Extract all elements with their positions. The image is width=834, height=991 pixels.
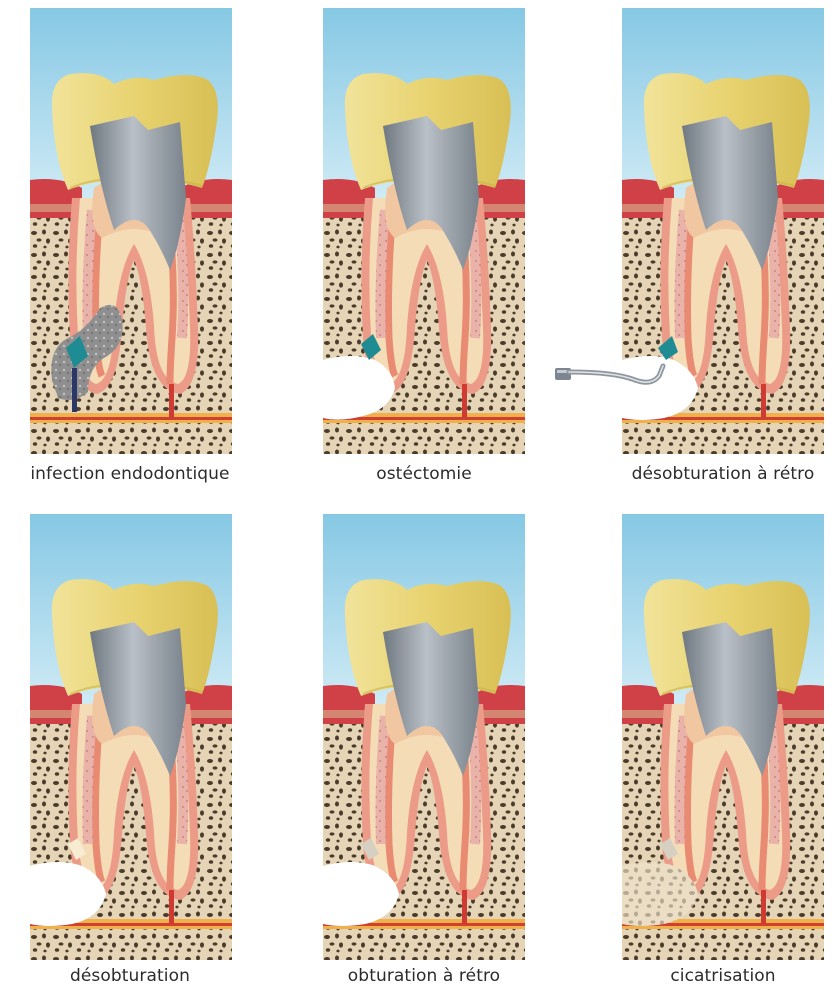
tooth-illustration-infection (30, 8, 232, 454)
tooth-illustration-healing (622, 514, 824, 960)
panel-cleaned (30, 514, 232, 960)
tooth-illustration-retro-filled (323, 514, 525, 960)
tooth-illustration-ostectomy (323, 8, 525, 454)
caption-infection: infection endodontique (0, 464, 275, 484)
caption-healing: cicatrisation (578, 966, 834, 986)
caption-ostectomy: ostéctomie (279, 464, 569, 484)
panel-infection (30, 8, 232, 454)
panel-retro-filled (323, 514, 525, 960)
tooth-illustration-cleaned (30, 514, 232, 960)
panel-ostectomy (323, 8, 525, 454)
caption-retro-instrument: désobturation à rétro (578, 464, 834, 484)
panel-healing (622, 514, 824, 960)
caption-cleaned: désobturation (0, 966, 275, 986)
ultrasonic-tip-icon (555, 358, 670, 394)
caption-retro-filled: obturation à rétro (279, 966, 569, 986)
